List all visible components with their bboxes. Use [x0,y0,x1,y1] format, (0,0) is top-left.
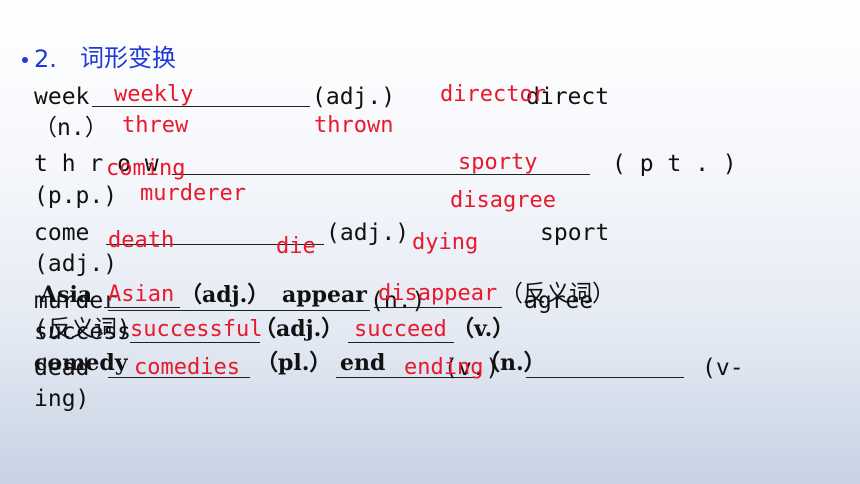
label-adj: (adj.) [312,84,396,110]
label-n-2: (n.) [370,288,426,314]
answer-weekly: weekly [114,82,194,107]
heading-title: 词形变换 [80,44,176,72]
blank-line [106,244,324,245]
answer-thrown: thrown [314,113,394,138]
label-pp: (p.p.) [34,183,118,209]
label-n: （n.） [34,115,108,141]
label-antonym-2: (反义词) [34,316,131,342]
answer-death: death [108,228,175,253]
word-murder: murder [34,288,118,314]
blank-line [336,377,474,378]
blank-line [92,106,310,107]
answer-sporty: sporty [458,150,538,175]
blank-line [108,310,370,311]
label-adj-asia: （adj.） [180,282,270,308]
word-appear: appear [282,282,367,308]
bullet-dot [22,57,28,63]
answer-disappear: disappear [378,281,498,306]
answer-dying: dying [412,230,479,255]
label-adj-success: （adj.） [254,316,344,342]
word-week: week [34,84,90,110]
word-agree: agree [524,288,594,314]
answer-comedies: comedies [134,355,240,380]
label-pt: ( p t . ) [612,151,737,177]
answer-ending: ending [404,355,484,380]
answer-disagree: disagree [450,188,556,213]
word-success: success [34,319,131,345]
word-comedy: comedy [34,350,128,376]
word-come: come [34,220,90,246]
label-adj-3: (adj.) [34,251,118,277]
label-n-end: （n.） [478,350,546,376]
label-pl: （pl.） [256,350,332,376]
blank-line [348,342,454,343]
answer-threw: threw [122,113,189,138]
blank-line [130,342,260,343]
blank-line [104,307,180,308]
answer-asian: Asian [108,282,175,307]
word-end: end [340,350,386,376]
blank-line [108,377,250,378]
label-v-success: （v.） [452,316,515,342]
word-dead: dead [34,355,90,381]
word-asia: Asia [40,282,93,308]
answer-murderer: murderer [140,181,246,206]
answer-coming: coming [106,156,186,181]
blank-line [526,377,684,378]
blank-line [172,174,590,175]
answer-successful: successful [130,317,263,342]
word-throw: t h r o w [34,151,159,177]
label-v: (v.) [444,355,500,381]
heading-number: 2. [34,45,57,73]
answer-die: die [276,234,316,259]
word-direct: direct [526,84,610,110]
label-antonym: （反义词） [500,281,615,307]
answer-succeed: succeed [354,317,447,342]
label-adj-2: (adj.) [326,220,410,246]
blank-line [374,307,502,308]
word-sport: sport [540,220,610,246]
label-ing: ing) [34,386,90,412]
label-v-ing: (v- [702,355,744,381]
answer-director: director [440,82,546,107]
